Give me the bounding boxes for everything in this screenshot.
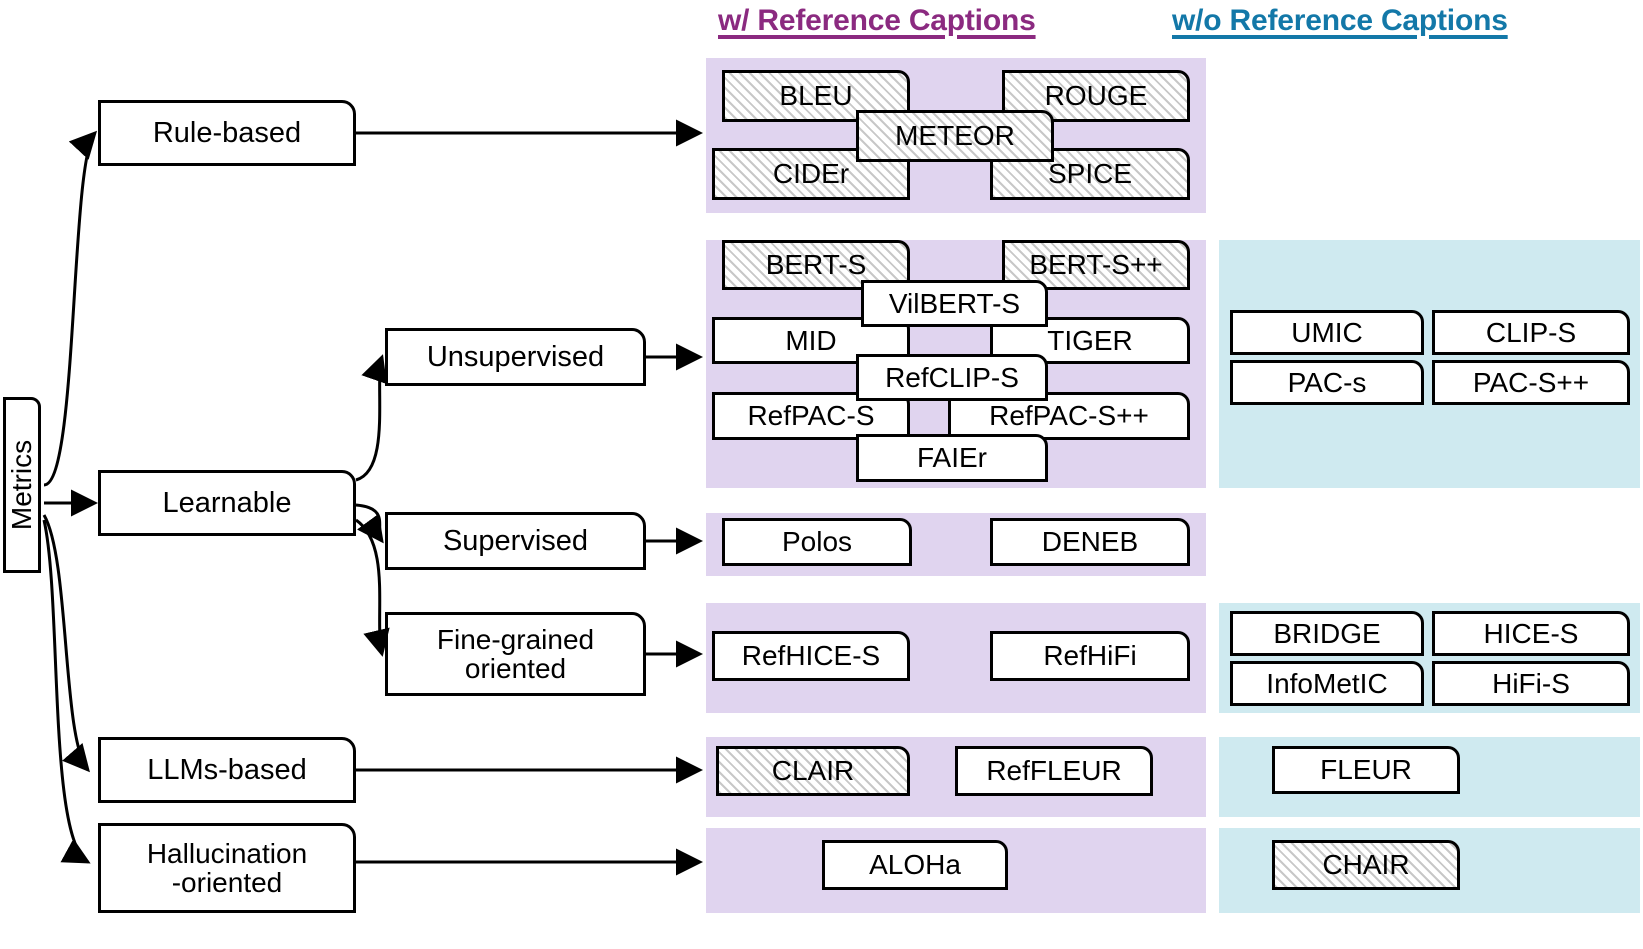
metric-label: DENEB (1041, 526, 1139, 557)
metric-label: RefPAC-S (747, 400, 875, 431)
metric-label: PAC-s (1287, 366, 1367, 398)
header-without-reference-captions: w/o Reference Captions (1172, 4, 1508, 37)
category-rule-based-label: Rule-based (152, 116, 302, 149)
metric-box-infometic[interactable]: InfoMetIC (1230, 661, 1424, 706)
metric-box-vilbert-s[interactable]: VilBERT-S (861, 280, 1048, 327)
subcategory-fine-grained-line2: oriented (464, 653, 567, 684)
metric-label: VilBERT-S (888, 287, 1021, 319)
metric-label: UMIC (1291, 316, 1363, 348)
metric-box-aloha[interactable]: ALOHa (822, 840, 1008, 890)
root-label: Metrics (6, 439, 37, 531)
metric-label: ALOHa (869, 849, 961, 880)
metric-label: BERT-S++ (1029, 249, 1163, 280)
category-learnable-label: Learnable (162, 486, 292, 519)
metric-label: RefCLIP-S (885, 361, 1019, 393)
metric-label: CHAIR (1322, 849, 1410, 880)
metric-label: HICE-S (1483, 617, 1579, 649)
metric-label: PAC-S++ (1472, 366, 1590, 398)
metric-box-clair[interactable]: CLAIR (716, 746, 910, 796)
metric-box-refclip-s[interactable]: RefCLIP-S (856, 354, 1048, 401)
metric-box-hice-s[interactable]: HICE-S (1432, 611, 1630, 656)
subcategory-fine-grained-oriented[interactable]: Fine-grained oriented (385, 612, 646, 696)
metric-label: InfoMetIC (1266, 667, 1388, 699)
metric-box-refhice-s[interactable]: RefHICE-S (712, 631, 910, 681)
metric-box-clip-s[interactable]: CLIP-S (1432, 310, 1630, 355)
category-learnable[interactable]: Learnable (98, 470, 356, 536)
subcategory-unsupervised[interactable]: Unsupervised (385, 328, 646, 386)
metric-label: METEOR (895, 120, 1015, 151)
metric-box-faier[interactable]: FAIEr (856, 434, 1048, 482)
metric-label: RefPAC-S++ (989, 400, 1149, 431)
metric-label: CLAIR (771, 755, 855, 786)
category-hallucination-oriented[interactable]: Hallucination -oriented (98, 823, 356, 913)
metric-box-pac-s-plusplus[interactable]: PAC-S++ (1432, 360, 1630, 405)
metric-box-chair[interactable]: CHAIR (1272, 840, 1460, 890)
metric-label: RefHICE-S (741, 640, 881, 671)
metric-label: MID (785, 324, 837, 356)
category-llms-based-label: LLMs-based (147, 753, 307, 786)
metric-label: CIDEr (772, 158, 850, 189)
metric-box-refpac-s[interactable]: RefPAC-S (712, 392, 910, 440)
category-rule-based[interactable]: Rule-based (98, 100, 356, 166)
metric-box-refpac-s-plusplus[interactable]: RefPAC-S++ (948, 392, 1190, 440)
metric-box-meteor[interactable]: METEOR (856, 110, 1054, 162)
metric-label: FLEUR (1320, 754, 1412, 785)
header-with-reference-captions: w/ Reference Captions (718, 4, 1036, 37)
metric-label: RefFLEUR (986, 755, 1122, 786)
subcategory-fine-grained-line1: Fine-grained (436, 623, 595, 655)
metric-label: HiFi-S (1492, 667, 1570, 699)
metric-box-pac-s[interactable]: PAC-s (1230, 360, 1424, 405)
metric-label: FAIEr (916, 442, 987, 473)
metric-label: SPICE (1047, 158, 1133, 189)
category-hallucination-line1: Hallucination (146, 837, 308, 869)
metric-box-fleur[interactable]: FLEUR (1272, 746, 1460, 794)
metric-label: ROUGE (1044, 80, 1148, 111)
metric-box-reffleur[interactable]: RefFLEUR (955, 746, 1153, 796)
metric-box-umic[interactable]: UMIC (1230, 310, 1424, 355)
metric-box-polos[interactable]: Polos (722, 518, 912, 566)
subcategory-supervised-label: Supervised (442, 524, 589, 557)
metric-label: BERT-S (765, 249, 867, 280)
metric-box-hifi-s[interactable]: HiFi-S (1432, 661, 1630, 706)
root-node-metrics[interactable]: Metrics (3, 397, 41, 573)
metric-label: CLIP-S (1485, 316, 1577, 348)
metric-label: TIGER (1047, 324, 1133, 356)
metric-label: BRIDGE (1273, 617, 1381, 649)
metric-box-bridge[interactable]: BRIDGE (1230, 611, 1424, 656)
metric-box-bert-s[interactable]: BERT-S (722, 240, 910, 290)
metric-label: BLEU (779, 80, 853, 111)
subcategory-supervised[interactable]: Supervised (385, 512, 646, 570)
metric-box-refhifi[interactable]: RefHiFi (990, 631, 1190, 681)
metric-box-rouge[interactable]: ROUGE (1002, 70, 1190, 122)
category-hallucination-line2: -oriented (171, 867, 283, 898)
metric-box-deneb[interactable]: DENEB (990, 518, 1190, 566)
metric-label: RefHiFi (1043, 640, 1137, 671)
category-llms-based[interactable]: LLMs-based (98, 737, 356, 803)
subcategory-unsupervised-label: Unsupervised (426, 340, 605, 373)
metric-label: Polos (781, 526, 853, 557)
